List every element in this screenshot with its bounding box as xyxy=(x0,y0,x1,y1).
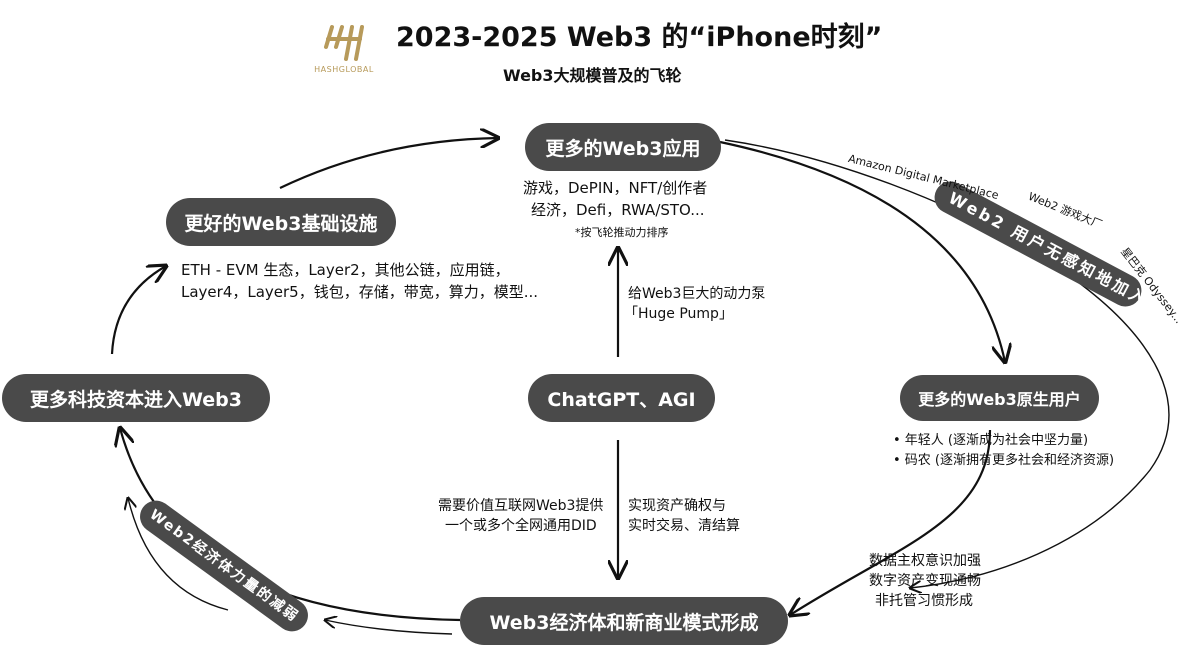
data-text-line1: 数据主权意识加强 xyxy=(869,553,981,569)
page-subtitle: Web3大规模普及的飞轮 xyxy=(503,66,682,85)
apps-note: *按飞轮推动力排序 xyxy=(575,226,669,239)
arrow-web2-reduction-inner xyxy=(128,498,229,611)
hashglobal-logo-mark xyxy=(324,24,364,61)
pump-text-line2: 「Huge Pump」 xyxy=(624,306,733,322)
users-bullet-youth: • 年轻人 (逐渐成为社会中坚力量) xyxy=(893,433,1089,448)
data-text-line2: 数字资产变现通畅 xyxy=(869,573,981,589)
node-more-tech-capital: 更多科技资本进入Web3 xyxy=(2,374,270,422)
web2-users-banner xyxy=(934,181,1142,307)
did-text-line1: 需要价值互联网Web3提供 xyxy=(438,498,604,514)
infra-desc-line1: ETH - EVM 生态，Layer2，其他公链，应用链， xyxy=(181,261,510,279)
node-better-infra: 更好的Web3基础设施 xyxy=(166,198,396,246)
node-chatgpt-agi: ChatGPT、AGI xyxy=(528,374,715,422)
settlement-text-line1: 实现资产确权与 xyxy=(628,498,726,514)
node-more-web3-apps: 更多的Web3应用 xyxy=(525,123,721,171)
arrow-infra-to-apps xyxy=(279,138,498,189)
node-more-native-users: 更多的Web3原生用户 xyxy=(900,375,1099,421)
arrow-web2-reduction-outer xyxy=(325,620,453,635)
pump-text-line1: 给Web3巨大的动力泵 xyxy=(628,286,766,302)
node-web3-economy: Web3经济体和新商业模式形成 xyxy=(460,597,788,645)
users-bullet-coders: • 码农 (逐渐拥有更多社会和经济资源) xyxy=(893,453,1115,468)
apps-desc-line2: 经济，Defi，RWA/STO... xyxy=(531,201,705,219)
logo-text: HASHGLOBAL xyxy=(314,64,374,74)
arrow-users-to-economy xyxy=(790,429,992,615)
arrow-apps-to-users xyxy=(719,140,1005,362)
hashglobal-logo: HASHGLOBAL xyxy=(300,8,388,88)
arrow-capital-to-infra xyxy=(110,266,166,355)
infra-desc-line2: Layer4，Layer5，钱包，存储，带宽，算力，模型... xyxy=(181,283,539,301)
arrow-web2-users-join xyxy=(724,139,1170,588)
settlement-text-line2: 实时交易、清结算 xyxy=(628,518,740,534)
page-title: 2023-2025 Web3 的“iPhone时刻” xyxy=(396,22,883,53)
data-text-line3: 非托管习惯形成 xyxy=(875,593,973,609)
web2-reduction-banner xyxy=(140,500,308,632)
did-text-line2: 一个或多个全网通用DID xyxy=(445,518,597,534)
apps-desc-line1: 游戏，DePIN，NFT/创作者 xyxy=(523,179,708,197)
